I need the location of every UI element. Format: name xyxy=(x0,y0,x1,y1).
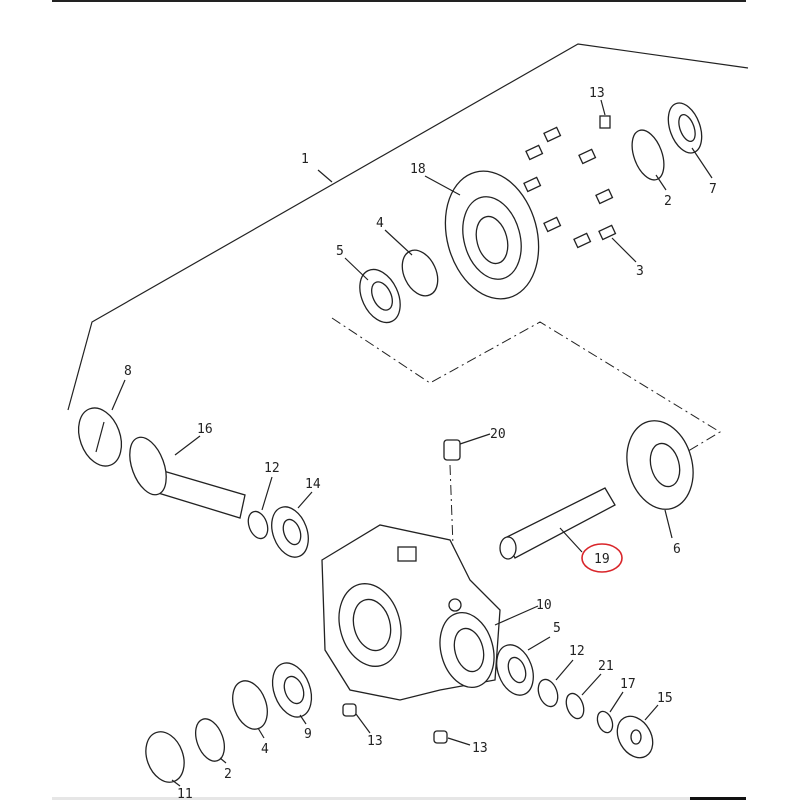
bolts-upper xyxy=(523,115,617,249)
assembly-bracket xyxy=(67,43,749,411)
callout-8: 8 xyxy=(124,364,132,379)
ring-21 xyxy=(565,692,585,720)
callout-1: 1 xyxy=(301,152,309,167)
bearing-14 xyxy=(271,506,309,558)
ring-12-lower xyxy=(537,678,559,708)
top-border xyxy=(52,0,746,2)
callout-14: 14 xyxy=(305,477,321,492)
snap-ring-17 xyxy=(596,710,614,734)
gearbox-housing xyxy=(321,524,501,701)
breather-20 xyxy=(443,439,461,461)
callout-4-lower: 4 xyxy=(261,742,269,757)
bearing-5-lower xyxy=(496,644,534,696)
bevel-gear-6 xyxy=(626,420,694,510)
callout-13-bottom: 13 xyxy=(472,741,488,756)
callout-7: 7 xyxy=(709,182,717,197)
snap-ring-upper xyxy=(631,129,665,181)
callout-15: 15 xyxy=(657,691,673,706)
callout-12-lower: 12 xyxy=(569,644,585,659)
callout-20: 20 xyxy=(490,427,506,442)
callout-16: 16 xyxy=(197,422,213,437)
callout-9: 9 xyxy=(304,727,312,742)
shaft-19 xyxy=(499,487,616,560)
o-ring-4-lower xyxy=(232,680,268,730)
callout-13: 13 xyxy=(589,86,605,101)
alignment-line-upper xyxy=(331,317,721,481)
flange-cover xyxy=(444,170,540,300)
callout-18: 18 xyxy=(410,162,426,177)
ring-12-left xyxy=(247,510,269,540)
bearing-upper xyxy=(359,268,401,324)
highlight-circle xyxy=(581,543,623,573)
callout-13-left: 13 xyxy=(367,734,383,749)
bottom-block xyxy=(690,797,746,800)
plug-13-left xyxy=(342,703,357,717)
washer-15 xyxy=(616,715,654,759)
callout-4: 4 xyxy=(376,216,384,231)
callout-12: 12 xyxy=(264,461,280,476)
callout-6: 6 xyxy=(673,542,681,557)
callout-17: 17 xyxy=(620,677,636,692)
callout-11: 11 xyxy=(177,787,193,800)
o-ring-upper xyxy=(401,249,439,297)
plug-13-bottom xyxy=(433,730,448,744)
callout-19[interactable]: 19 xyxy=(594,552,610,567)
seal-upper xyxy=(667,102,703,154)
callout-10: 10 xyxy=(536,598,552,613)
callout-3: 3 xyxy=(636,264,644,279)
callout-5-lower: 5 xyxy=(553,621,561,636)
pinion-shaft xyxy=(129,436,246,519)
callout-5: 5 xyxy=(336,244,344,259)
callout-21: 21 xyxy=(598,659,614,674)
callout-2: 2 xyxy=(664,194,672,209)
callout-2-lower: 2 xyxy=(224,767,232,782)
snap-ring-2-lower xyxy=(195,718,225,762)
leader-lines xyxy=(111,99,713,787)
cap-11 xyxy=(145,731,185,783)
bottom-band xyxy=(52,797,746,800)
bearing-9 xyxy=(271,662,313,718)
